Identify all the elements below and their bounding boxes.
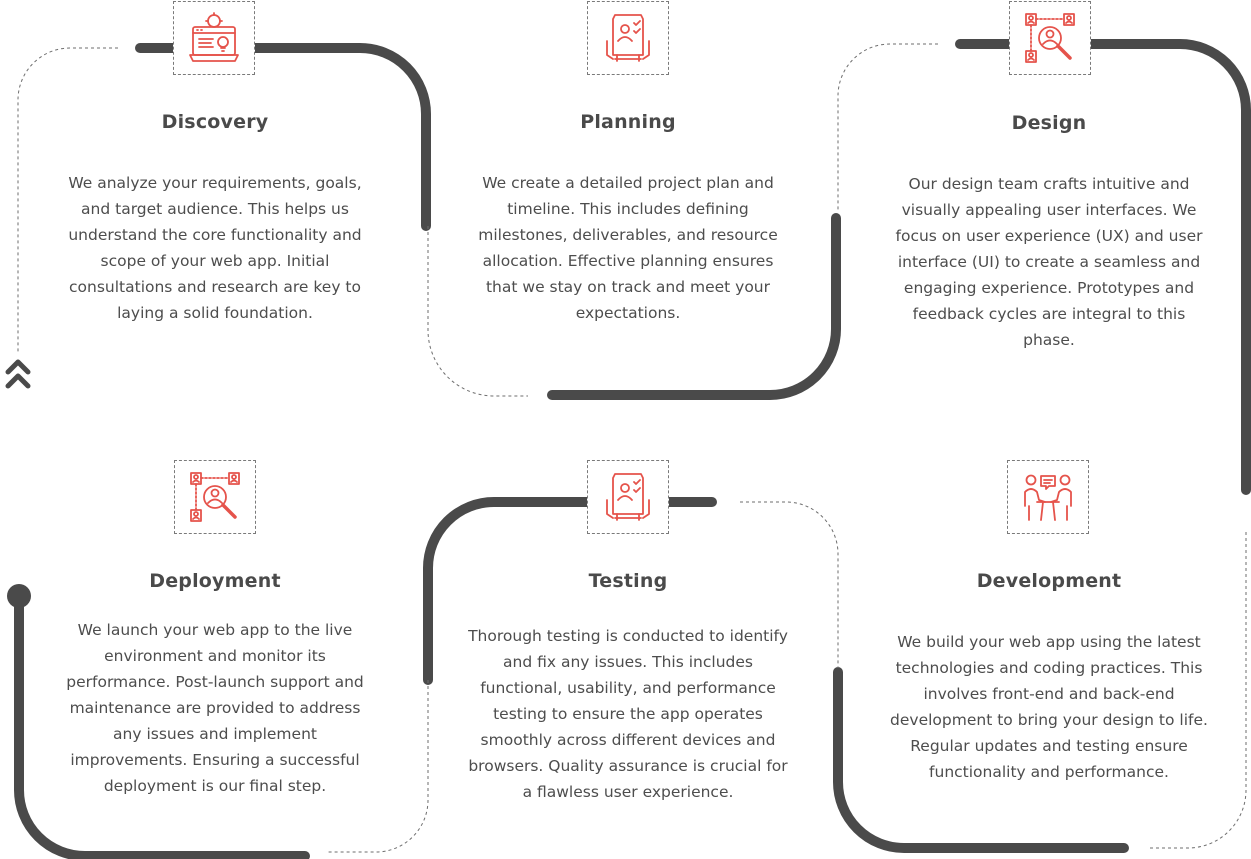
user-search-icon [190, 472, 240, 522]
testing-title: Testing [588, 570, 668, 592]
web-app-lightbulb-icon [189, 12, 239, 62]
development-icon-box [1007, 460, 1089, 534]
end-dot [7, 584, 31, 608]
solid-track [14, 39, 1251, 859]
discovery-title: Discovery [161, 111, 269, 133]
checklist-person-icon [606, 473, 650, 521]
planning-icon-box [587, 1, 669, 75]
discovery-icon-box [173, 1, 255, 75]
development-title: Development [976, 570, 1122, 592]
double-chevron-up-icon [5, 359, 31, 389]
deployment-title: Deployment [149, 570, 281, 592]
deployment-description: We launch your web app to the live envir… [66, 621, 364, 795]
planning-description: We create a detailed project plan and ti… [478, 174, 778, 322]
user-search-icon [1025, 13, 1075, 63]
development-description: We build your web app using the latest t… [890, 633, 1208, 781]
dashed-track [17, 43, 1247, 853]
planning-title: Planning [580, 111, 676, 133]
design-title: Design [1011, 112, 1087, 134]
deployment-icon-box [174, 460, 256, 534]
design-icon-box [1009, 1, 1091, 75]
team-discussion-icon [1024, 474, 1072, 521]
checklist-person-icon [606, 14, 650, 62]
discovery-description: We analyze your requirements, goals, and… [68, 174, 362, 322]
testing-icon-box [587, 460, 669, 534]
design-description: Our design team crafts intuitive and vis… [895, 175, 1203, 349]
testing-description: Thorough testing is conducted to identif… [468, 627, 788, 801]
